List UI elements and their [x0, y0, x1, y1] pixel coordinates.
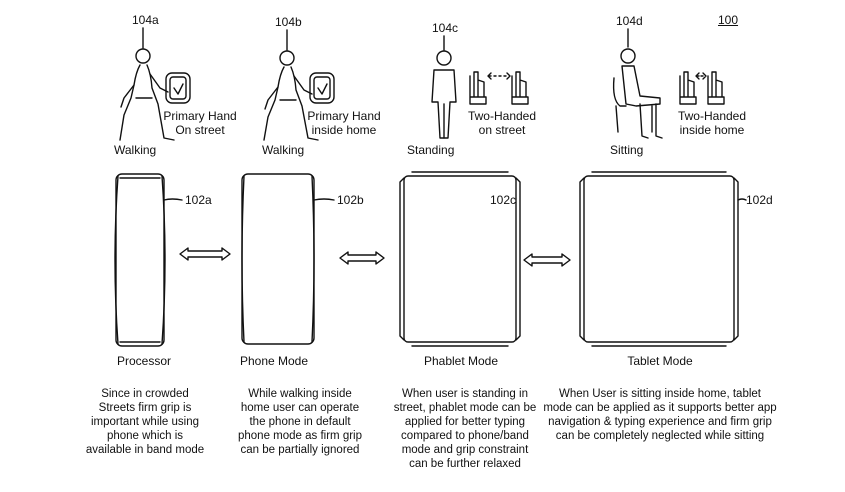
- scenario-ref-c: 104c: [432, 21, 459, 35]
- leader-102c: [489, 199, 523, 201]
- two-hands-icon-d: [679, 71, 725, 105]
- mode-label-c: Phablet Mode: [423, 354, 499, 368]
- activity-label-b: Walking: [262, 143, 305, 157]
- activity-label-a: Walking: [114, 143, 157, 157]
- grip-label-d: Two-Handed inside home: [676, 109, 748, 137]
- device-ref-c: 102c: [490, 193, 517, 207]
- description-a: Since in crowded Streets firm grip is im…: [85, 388, 205, 456]
- walking-person-icon-a: [119, 48, 175, 141]
- description-d: When User is sitting inside home, tablet…: [543, 388, 777, 442]
- double-arrow-icon-1: [179, 247, 231, 261]
- activity-label-d: Sitting: [610, 143, 644, 157]
- mode-label-a: Processor: [116, 354, 172, 368]
- scenario-ref-b: 104b: [275, 15, 302, 29]
- tablet-device-icon: [579, 171, 747, 347]
- device-ref-d: 102d: [746, 193, 773, 207]
- standing-person-icon: [431, 50, 457, 139]
- two-hands-icon-c: [469, 71, 529, 105]
- hand-phone-icon-b: [309, 72, 335, 104]
- band-device-icon: [114, 173, 183, 347]
- grip-label-b: Primary Hand inside home: [306, 109, 382, 137]
- phablet-device-icon: [399, 171, 521, 347]
- grip-label-a-line1: Primary Hand: [163, 109, 237, 123]
- grip-label-d-line1: Two-Handed: [677, 109, 747, 123]
- grip-label-b-line1: Primary Hand: [307, 109, 381, 123]
- grip-label-a: Primary Hand On street: [162, 109, 238, 137]
- scenario-ref-a: 104a: [132, 13, 159, 27]
- grip-label-b-line2: inside home: [311, 123, 377, 137]
- sitting-person-icon: [612, 48, 663, 139]
- grip-label-c-line1: Two-Handed: [467, 109, 537, 123]
- description-c: When user is standing in street, phablet…: [393, 388, 537, 470]
- double-arrow-icon-2: [339, 251, 385, 265]
- double-arrow-icon-3: [523, 253, 571, 267]
- figure-number: 100: [718, 13, 739, 27]
- device-ref-a: 102a: [185, 193, 212, 207]
- grip-label-c: Two-Handed on street: [466, 109, 538, 137]
- mode-label-d: Tablet Mode: [627, 354, 693, 368]
- grip-label-c-line2: on street: [478, 123, 526, 137]
- device-ref-b: 102b: [337, 193, 364, 207]
- activity-label-c: Standing: [407, 143, 455, 157]
- grip-label-d-line2: inside home: [679, 123, 745, 137]
- phone-device-icon: [241, 173, 335, 345]
- scenario-ref-d: 104d: [616, 14, 643, 28]
- hand-phone-icon-a: [165, 72, 191, 104]
- grip-label-a-line2: On street: [175, 123, 225, 137]
- mode-label-b: Phone Mode: [239, 354, 309, 368]
- description-b: While walking inside home user can opera…: [237, 388, 362, 456]
